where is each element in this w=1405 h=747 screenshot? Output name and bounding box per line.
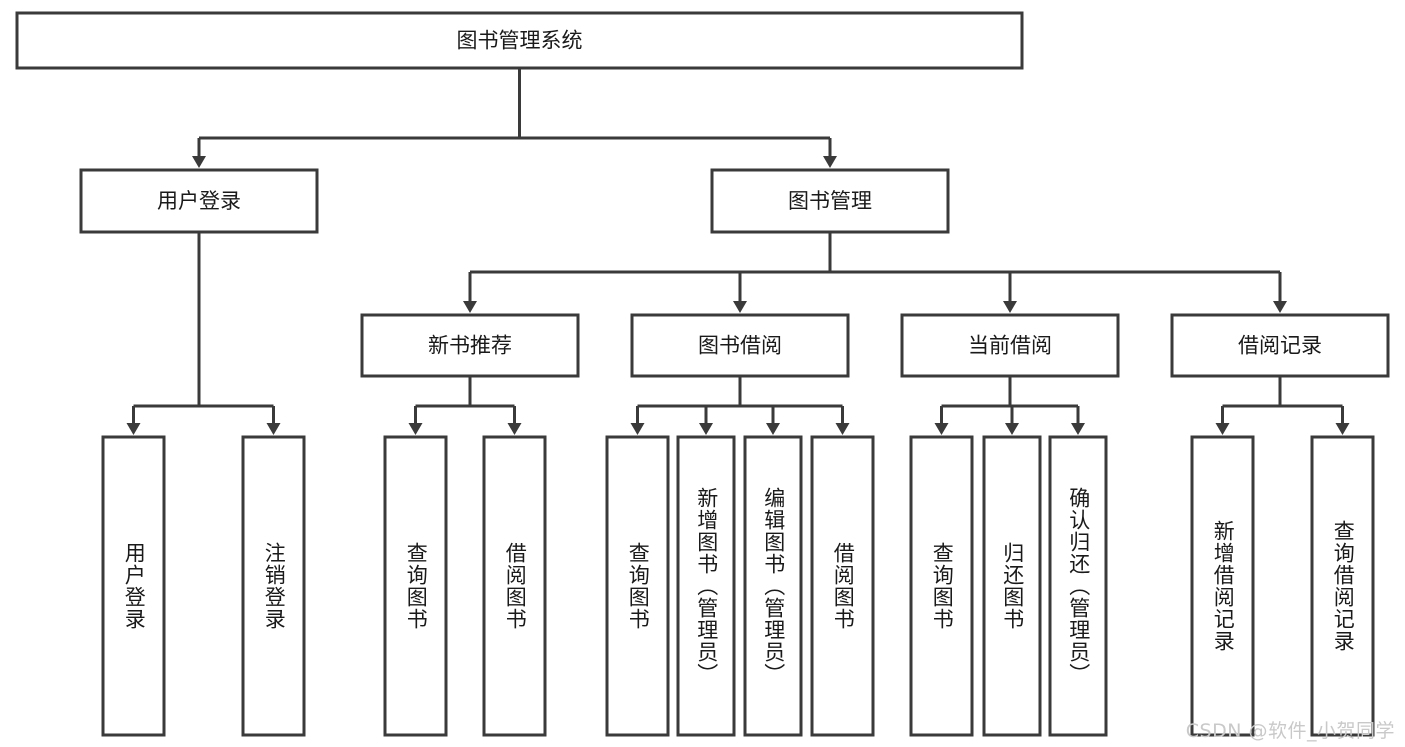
node-box-leaf-query-record — [1310, 435, 1375, 737]
node-leaf-add-book[interactable] — [676, 435, 736, 737]
node-box-leaf-query-book-1 — [383, 435, 448, 737]
node-box-leaf-add-book — [676, 435, 736, 737]
node-box-leaf-return-book — [982, 435, 1042, 737]
node-leaf-query-book-3[interactable] — [909, 435, 974, 737]
node-leaf-return-book[interactable] — [982, 435, 1042, 737]
node-box-new-book-recommend — [360, 313, 580, 378]
node-book-borrow[interactable]: 图书借阅 — [630, 313, 850, 378]
node-box-leaf-query-book-3 — [909, 435, 974, 737]
node-leaf-add-record[interactable] — [1190, 435, 1255, 737]
node-new-book-recommend[interactable]: 新书推荐 — [360, 313, 580, 378]
node-box-leaf-user-login — [101, 435, 166, 737]
node-leaf-query-book-1[interactable] — [383, 435, 448, 737]
node-box-leaf-query-book-2 — [605, 435, 670, 737]
node-leaf-query-record[interactable] — [1310, 435, 1375, 737]
node-label-book-manage: 图书管理 — [788, 189, 872, 213]
node-label-book-borrow: 图书借阅 — [698, 334, 782, 358]
node-borrow-record[interactable]: 借阅记录 — [1170, 313, 1390, 378]
node-box-borrow-record — [1170, 313, 1390, 378]
node-label-new-book-recommend: 新书推荐 — [428, 334, 512, 358]
node-leaf-confirm-return[interactable] — [1048, 435, 1108, 737]
node-label-root: 图书管理系统 — [457, 29, 583, 53]
node-box-user-login — [79, 168, 319, 234]
node-label-borrow-record: 借阅记录 — [1238, 334, 1322, 358]
node-box-leaf-logout — [241, 435, 306, 737]
connector-layer — [126, 68, 1350, 435]
node-user-login[interactable]: 用户登录 — [79, 168, 319, 234]
node-label-user-login: 用户登录 — [157, 189, 241, 213]
node-box-leaf-edit-book — [743, 435, 803, 737]
node-box-current-borrow — [900, 313, 1120, 378]
node-box-book-borrow — [630, 313, 850, 378]
node-leaf-edit-book[interactable] — [743, 435, 803, 737]
node-label-current-borrow: 当前借阅 — [968, 334, 1052, 358]
watermark: CSDN @软件_小贺同学 — [1185, 720, 1395, 742]
node-leaf-user-login[interactable] — [101, 435, 166, 737]
node-current-borrow[interactable]: 当前借阅 — [900, 313, 1120, 378]
node-leaf-borrow-book-2[interactable] — [810, 435, 875, 737]
node-box-leaf-confirm-return — [1048, 435, 1108, 737]
node-root[interactable]: 图书管理系统 — [15, 11, 1024, 70]
node-box-leaf-borrow-book-1 — [482, 435, 547, 737]
node-box-root — [15, 11, 1024, 70]
node-box-leaf-borrow-book-2 — [810, 435, 875, 737]
node-book-manage[interactable]: 图书管理 — [710, 168, 950, 234]
node-leaf-logout[interactable] — [241, 435, 306, 737]
node-box-leaf-add-record — [1190, 435, 1255, 737]
node-leaf-borrow-book-1[interactable] — [482, 435, 547, 737]
node-box-book-manage — [710, 168, 950, 234]
node-leaf-query-book-2[interactable] — [605, 435, 670, 737]
